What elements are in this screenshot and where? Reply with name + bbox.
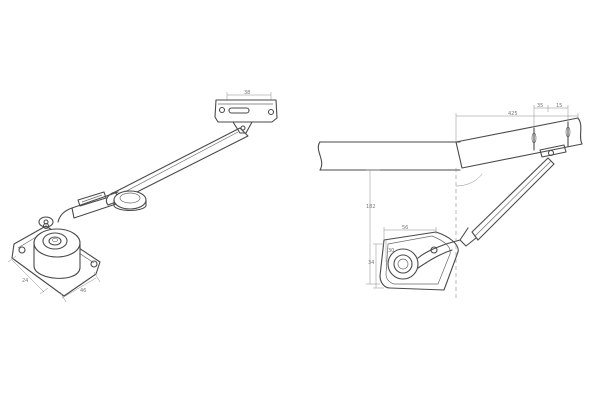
dim-base-height: 34: [368, 260, 374, 266]
dim-panel-overall: 425: [508, 111, 518, 117]
dimension-lines-right: 425 35 15 182 56 34 30: [366, 103, 579, 289]
top-mounting-bracket: [214, 99, 278, 134]
dim-plate-bottom: 46: [80, 288, 86, 294]
opening-angle-arc: [455, 173, 483, 187]
lid-panel: [455, 117, 583, 169]
cabinet-panel: [317, 141, 461, 171]
dim-hole-spacing-a: 35: [537, 103, 543, 109]
side-stay-arm: [459, 157, 555, 247]
elbow-joint: [113, 190, 147, 212]
side-mechanism-body: [379, 231, 461, 291]
isometric-lid-stay: 38 24 46: [7, 90, 278, 303]
dim-bracket-top-width: 38: [244, 90, 250, 96]
lower-arm: [57, 191, 119, 223]
dimension-lines-left: 38 24 46: [7, 90, 272, 303]
dim-lower-depth: 30: [388, 248, 394, 254]
dim-hole-spacing-b: 15: [556, 103, 562, 109]
dim-base-width: 56: [402, 225, 408, 231]
lid-bracket: [531, 121, 571, 158]
damper-cylinder: [33, 216, 81, 279]
dim-plate-side: 24: [22, 278, 28, 284]
dim-vertical-offset: 182: [366, 204, 376, 210]
side-elevation: 425 35 15 182 56 34 30: [317, 103, 583, 298]
